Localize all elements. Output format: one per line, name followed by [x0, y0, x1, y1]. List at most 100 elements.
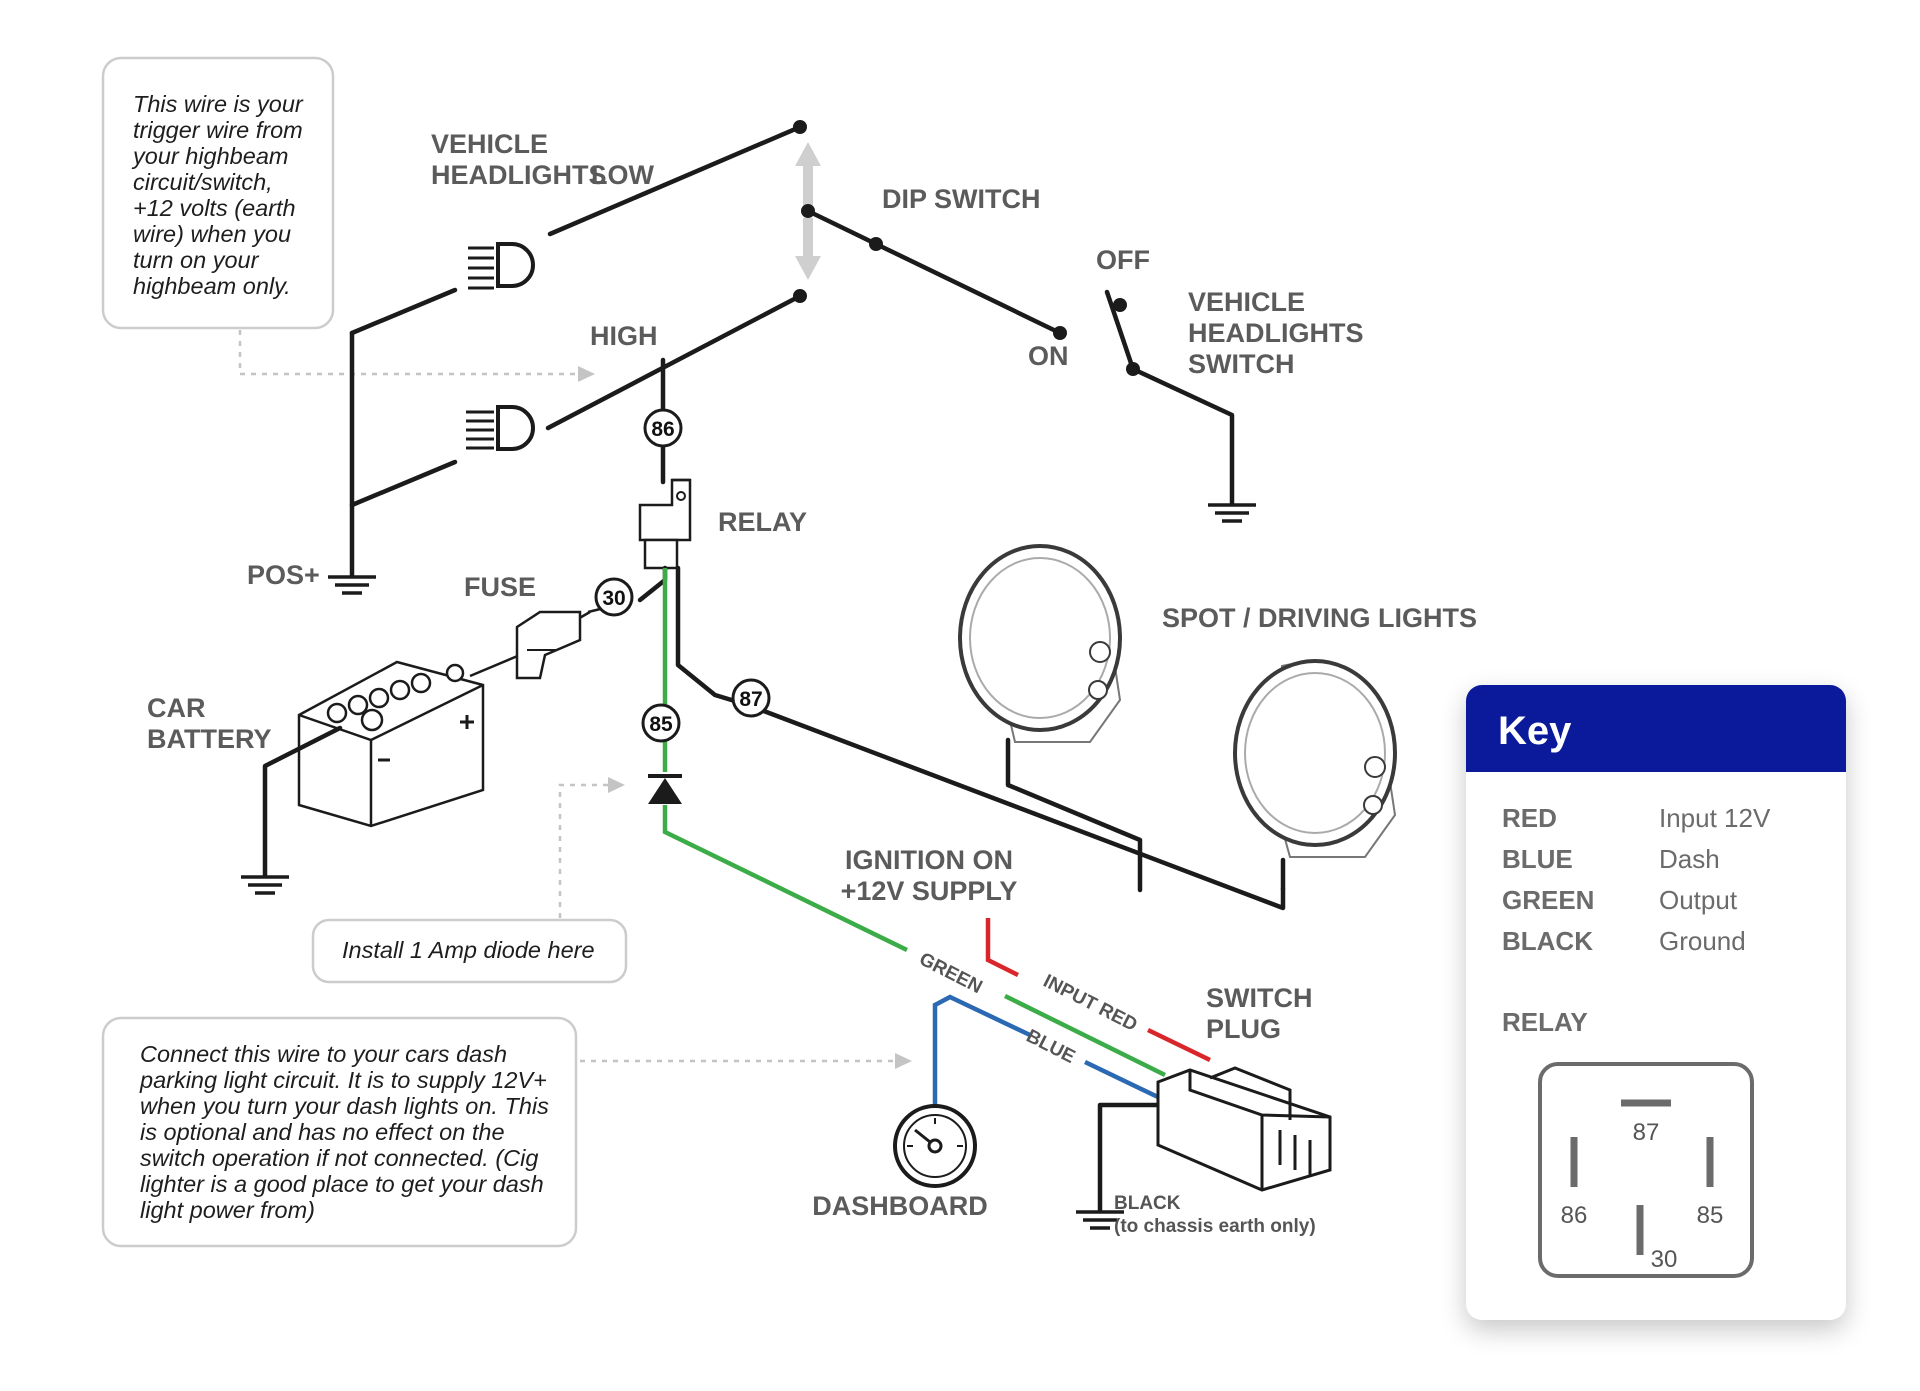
- relay-pin-85-label: 85: [1697, 1202, 1724, 1229]
- green-wire-label: GREEN: [916, 949, 986, 998]
- dash-note-line-6: lighter is a good place to get your dash: [140, 1171, 544, 1197]
- terminal-86: 86: [643, 408, 683, 448]
- relay-pin-30-label: 30: [1651, 1246, 1678, 1273]
- relay-pinout-diagram: 87 86 85 30: [1538, 1062, 1754, 1278]
- terminal-85-label: 85: [649, 713, 673, 736]
- dip-switch-arrow-icon: [795, 142, 821, 280]
- green-output-wire: [662, 805, 908, 953]
- high-beam-right-wire: [545, 293, 803, 431]
- dash-note-arrowhead: [895, 1053, 912, 1069]
- headlight-switch-ground-wire: [1130, 366, 1235, 506]
- relay-pinout-body: [1538, 1062, 1754, 1278]
- switch-ground-symbol: [1208, 503, 1256, 523]
- plug-ground-symbol: [1076, 1210, 1124, 1230]
- diode-note: Install 1 Amp diode here: [311, 918, 628, 984]
- relay-30-link-wire: [637, 565, 668, 603]
- battery-ground-symbol: [241, 875, 289, 895]
- key-panel: Key RED Input 12V BLUE Dash GREEN Output…: [1466, 685, 1846, 1320]
- off-contact-dot: [1113, 298, 1127, 312]
- red-input-wire: [985, 918, 1020, 978]
- low-headlight-icon: [468, 242, 535, 290]
- headlight-wires: [349, 124, 803, 578]
- key-color-green: GREEN: [1502, 885, 1595, 915]
- dash-note-line-3: when you turn your dash lights on. This: [140, 1093, 549, 1119]
- relay-icon: [638, 478, 692, 570]
- relay-pin-87-label: 87: [1633, 1119, 1660, 1146]
- dip-switch-wire: [805, 208, 1063, 336]
- dash-note-line-7: light power from): [140, 1197, 315, 1223]
- on-label: ON: [1028, 341, 1069, 371]
- trigger-note-line-6: wire) when you: [133, 221, 291, 247]
- fuse-label: FUSE: [464, 572, 536, 602]
- blue-dash-wire: [932, 994, 1031, 1105]
- high-label: HIGH: [590, 321, 658, 351]
- relay-pin-86-label: 86: [1561, 1202, 1588, 1229]
- input-red-wire-label: INPUT RED: [1040, 971, 1141, 1036]
- diode-icon: [648, 774, 682, 804]
- car-battery-label-1: CAR: [147, 693, 206, 723]
- low-contact-dot: [793, 120, 807, 134]
- headlights-switch-label-3: SWITCH: [1188, 349, 1294, 379]
- key-meaning-green: Output: [1659, 885, 1738, 915]
- fuse-battery-wire: [469, 653, 521, 678]
- key-color-blue: BLUE: [1502, 844, 1573, 874]
- off-label: OFF: [1096, 245, 1150, 275]
- on-contact-dot: [1053, 326, 1067, 340]
- spot-driving-lights-label: SPOT / DRIVING LIGHTS: [1162, 603, 1477, 633]
- red-input-wire-plug: [1147, 1027, 1211, 1063]
- relay-87-output-wire: [675, 565, 1286, 911]
- trigger-note-line-2: trigger wire from: [133, 117, 303, 143]
- high-beam-left-wire: [349, 459, 458, 508]
- dash-note-line-2: parking light circuit. It is to supply 1…: [139, 1067, 547, 1093]
- vehicle-headlights-label-2: HEADLIGHTS: [431, 160, 607, 190]
- blue-wire-label: BLUE: [1023, 1026, 1079, 1068]
- terminal-87: 87: [731, 678, 771, 718]
- trigger-note-line-8: highbeam only.: [133, 273, 291, 299]
- diode-note-text: Install 1 Amp diode here: [342, 937, 595, 963]
- headlights-switch-label-1: VEHICLE: [1188, 287, 1305, 317]
- dash-note-line-1: Connect this wire to your cars dash: [140, 1041, 507, 1067]
- trigger-note-line-4: circuit/switch,: [133, 169, 273, 195]
- dash-note-line-5: switch operation if not connected. (Cig: [140, 1145, 538, 1171]
- switch-plug-label-2: PLUG: [1206, 1014, 1281, 1044]
- terminal-30: 30: [594, 577, 634, 617]
- trigger-note-line-5: +12 volts (earth: [133, 195, 296, 221]
- trigger-wire-note: This wire is your trigger wire from your…: [101, 56, 335, 330]
- dashboard-label: DASHBOARD: [812, 1191, 988, 1221]
- car-battery-label-2: BATTERY: [147, 724, 272, 754]
- black-wire-label-1: BLACK: [1114, 1193, 1181, 1214]
- dip-junction-dot: [869, 237, 883, 251]
- dash-wire-note: Connect this wire to your cars dash park…: [101, 1016, 578, 1248]
- key-title: Key: [1466, 685, 1846, 772]
- green-output-wire-plug: [1004, 993, 1166, 1078]
- key-meaning-red: Input 12V: [1659, 803, 1771, 833]
- key-meaning-blue: Dash: [1659, 844, 1720, 874]
- low-beam-left-wire: [349, 287, 458, 336]
- terminal-85: 85: [641, 703, 681, 743]
- ignition-label-1: IGNITION ON: [845, 845, 1013, 875]
- low-label: LOW: [591, 160, 654, 190]
- diode-note-pointer: [558, 783, 610, 918]
- fuse-icon: [515, 610, 582, 680]
- pos-ground-symbol: [328, 575, 376, 595]
- terminal-86-label: 86: [651, 418, 674, 441]
- switch-plug-label-1: SWITCH: [1206, 983, 1312, 1013]
- key-meaning-black: Ground: [1659, 926, 1746, 956]
- dip-pivot-dot: [801, 204, 815, 218]
- relay-label: RELAY: [718, 507, 807, 537]
- ignition-label-2: +12V SUPPLY: [841, 876, 1018, 906]
- battery-ground-wire: [262, 725, 343, 878]
- key-relay-title: RELAY: [1502, 1007, 1588, 1037]
- diode-note-arrowhead: [608, 777, 625, 793]
- pos-label: POS+: [247, 560, 320, 590]
- blue-dash-wire-plug: [1084, 1059, 1161, 1101]
- black-wire-label-2: (to chassis earth only): [1114, 1216, 1316, 1237]
- plug-black-ground-wire: [1097, 1102, 1163, 1213]
- high-headlight-icon: [466, 405, 535, 451]
- dash-note-line-4: is optional and has no effect on the: [140, 1119, 505, 1145]
- terminal-87-label: 87: [739, 688, 762, 711]
- vehicle-headlights-label-1: VEHICLE: [431, 129, 548, 159]
- switch-plug-icon: [1156, 1066, 1332, 1192]
- key-color-black: BLACK: [1502, 926, 1593, 956]
